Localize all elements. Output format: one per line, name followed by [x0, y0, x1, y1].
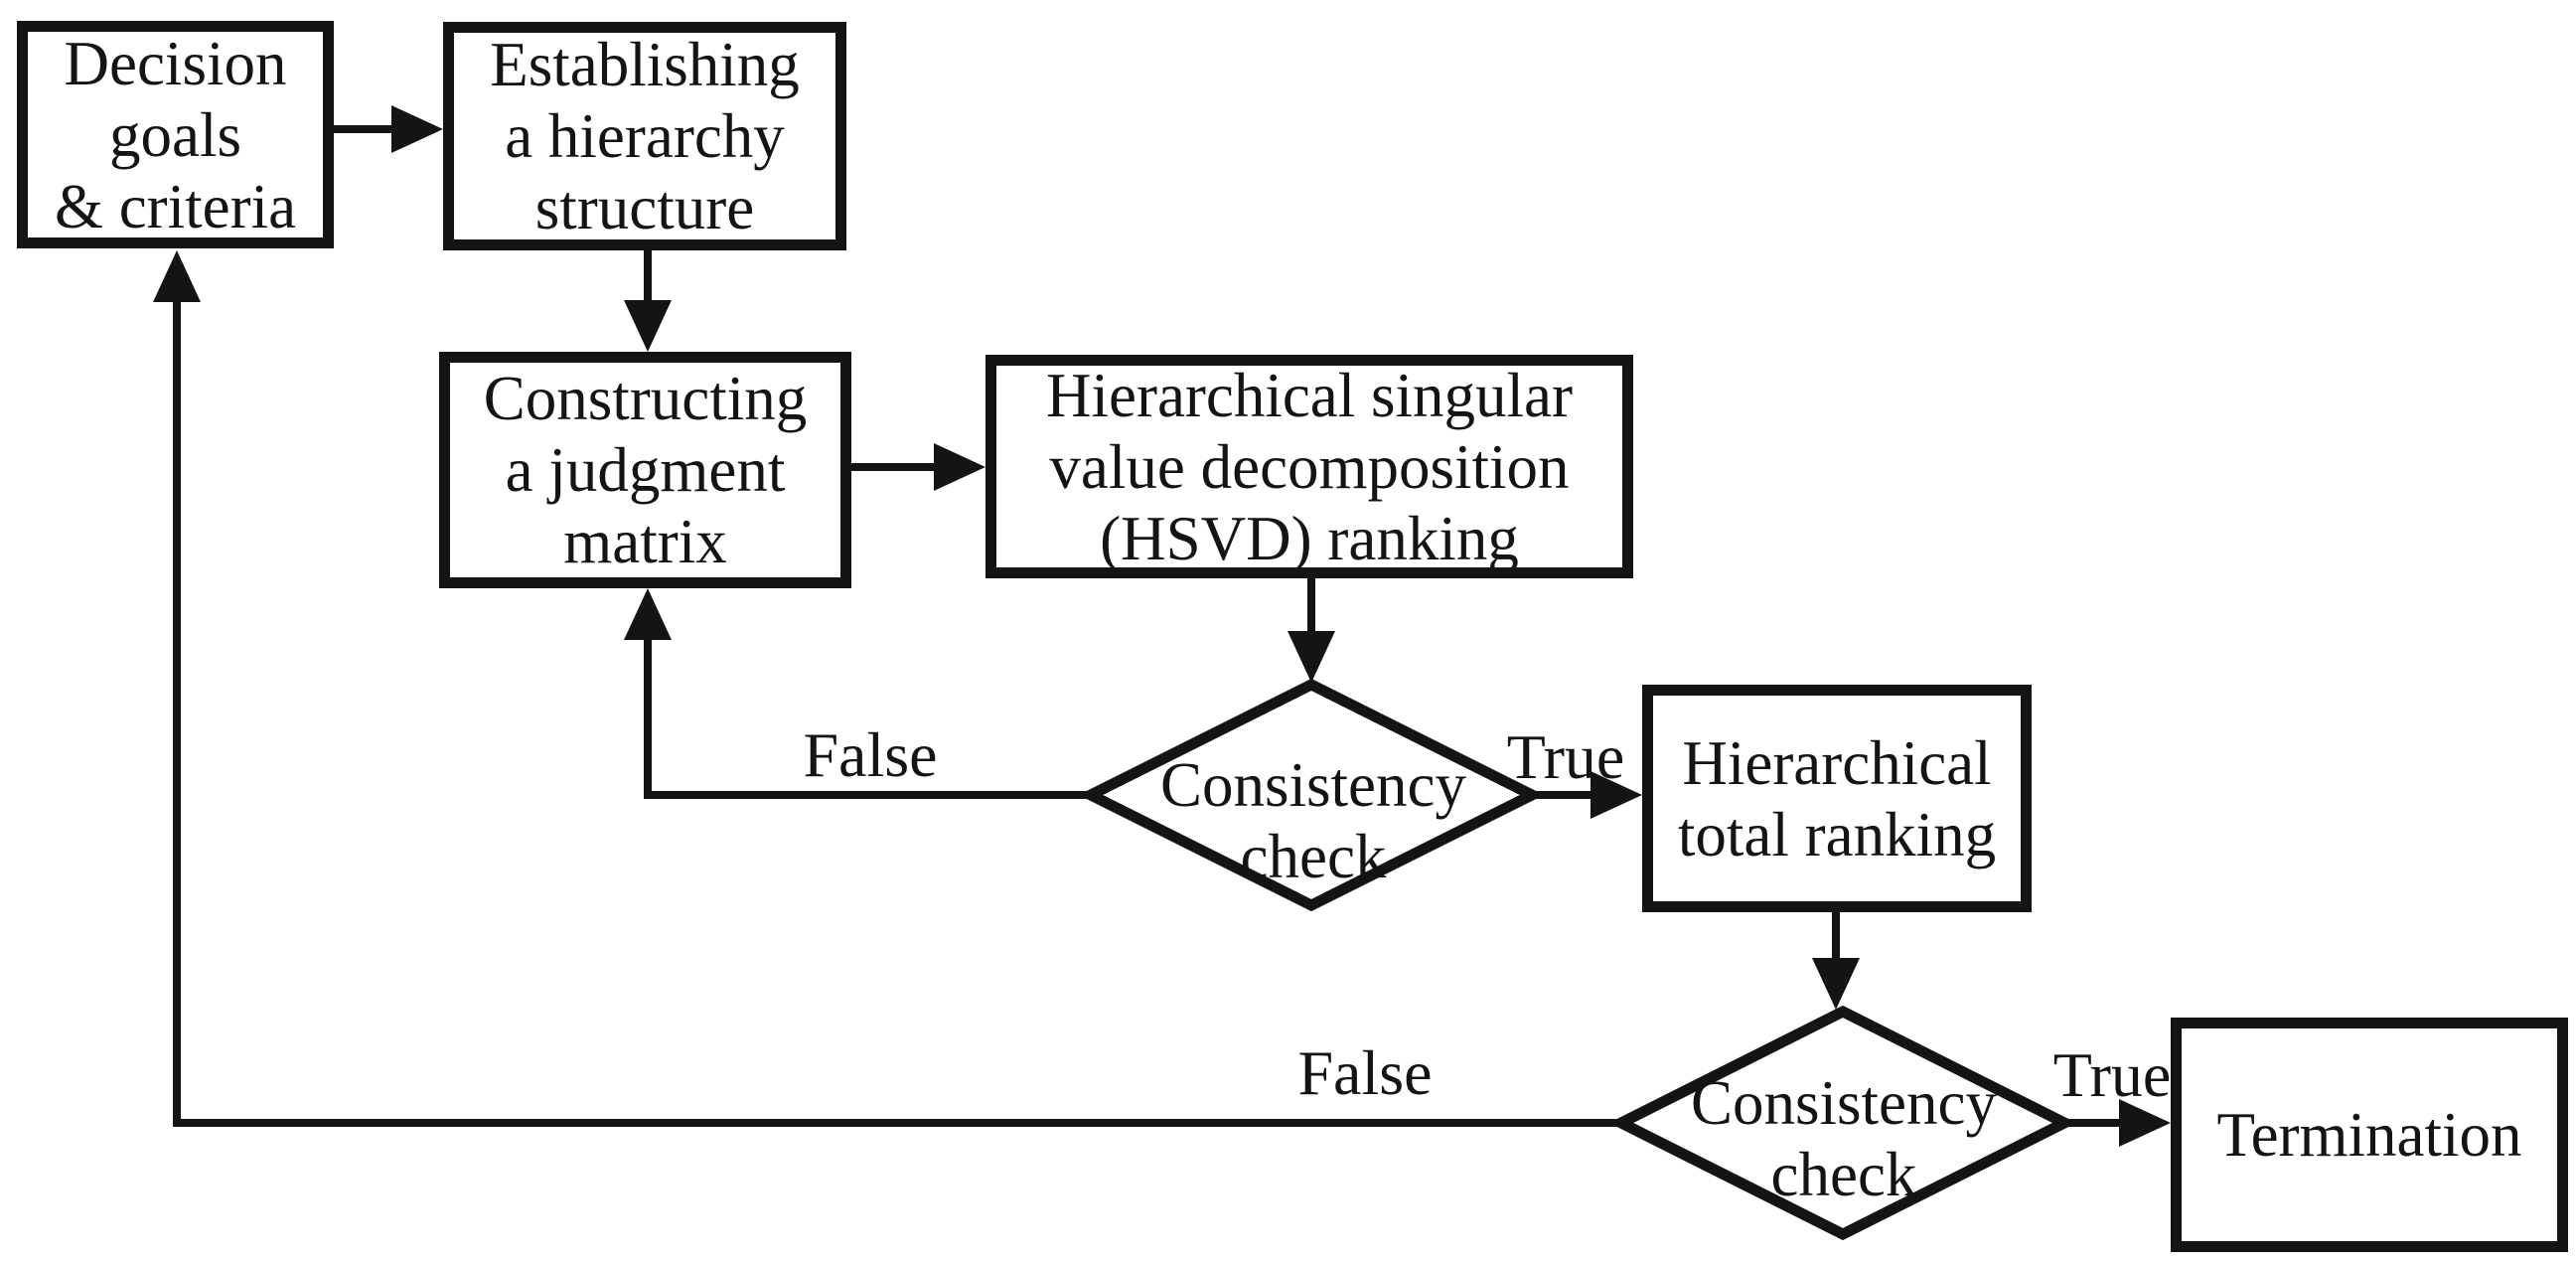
- node-text-line: a judgment: [505, 435, 786, 505]
- arrowhead-right-icon: [934, 443, 985, 491]
- arrow-consistency-1-false-to-judgment-matrix: [624, 588, 1091, 799]
- node-text-line: Constructing: [483, 364, 808, 433]
- node-text-line: Consistency: [1691, 1068, 1997, 1138]
- node-text-line: check: [1770, 1140, 1917, 1209]
- termination-box: Termination: [2171, 1018, 2568, 1252]
- node-text-line: a hierarchy: [505, 101, 785, 171]
- arrowhead-down-icon: [1288, 631, 1335, 683]
- node-text-line: goals: [109, 99, 241, 170]
- node-text-line: Termination: [2216, 1100, 2522, 1170]
- node-text-line: (HSVD) ranking: [1100, 503, 1519, 573]
- hsvd-ranking-box: Hierarchical singular value decompositio…: [985, 355, 1633, 578]
- arrowhead-up-icon: [153, 250, 201, 302]
- arrow-total-ranking-to-consistency-2: [1812, 912, 1860, 1010]
- false-label-consistency-1: False: [803, 719, 938, 790]
- node-text-line: Consistency: [1160, 750, 1466, 820]
- arrow-hsvd-to-consistency-1: [1288, 578, 1335, 683]
- arrow-consistency-2-false-to-decision-goals: [153, 250, 1621, 1127]
- node-text-line: & criteria: [54, 171, 297, 241]
- arrowhead-down-icon: [624, 300, 672, 352]
- true-label-consistency-2: True: [2052, 1039, 2172, 1110]
- decision-goals-box: Decision goals & criteria: [17, 21, 334, 248]
- arrowhead-up-icon: [624, 588, 672, 640]
- judgment-matrix-box: Constructing a judgment matrix: [439, 352, 851, 588]
- consistency-check-2-diamond: [1608, 1005, 2077, 1241]
- arrow-decision-goals-to-hierarchy: [334, 105, 443, 153]
- node-text-line: total ranking: [1677, 799, 1997, 869]
- consistency-check-1-diamond: [1078, 678, 1545, 912]
- node-text-line: value decomposition: [1049, 431, 1570, 502]
- node-text-line: structure: [534, 173, 755, 242]
- arrow-hierarchy-to-judgment-matrix: [624, 250, 672, 352]
- node-text-line: Establishing: [490, 30, 800, 99]
- consistency-check-2-label: Consistency check: [1691, 1067, 1997, 1210]
- arrow-judgment-matrix-to-hsvd: [851, 443, 985, 491]
- arrowhead-down-icon: [1812, 958, 1860, 1010]
- arrowhead-right-icon: [391, 105, 443, 153]
- arrowhead-right-icon: [2119, 1099, 2171, 1147]
- node-text-line: Decision: [64, 28, 287, 98]
- node-text-line: Hierarchical singular: [1046, 360, 1573, 430]
- node-text-line: check: [1240, 822, 1387, 891]
- node-text-line: Hierarchical: [1682, 727, 1992, 798]
- hierarchy-structure-box: Establishing a hierarchy structure: [443, 22, 846, 250]
- node-text-line: matrix: [563, 507, 727, 576]
- total-ranking-box: Hierarchical total ranking: [1642, 685, 2032, 912]
- false-label-consistency-2: False: [1297, 1037, 1433, 1108]
- arrowhead-right-icon: [1591, 771, 1642, 819]
- consistency-check-1-label: Consistency check: [1160, 749, 1466, 892]
- true-label-consistency-1: True: [1506, 721, 1625, 792]
